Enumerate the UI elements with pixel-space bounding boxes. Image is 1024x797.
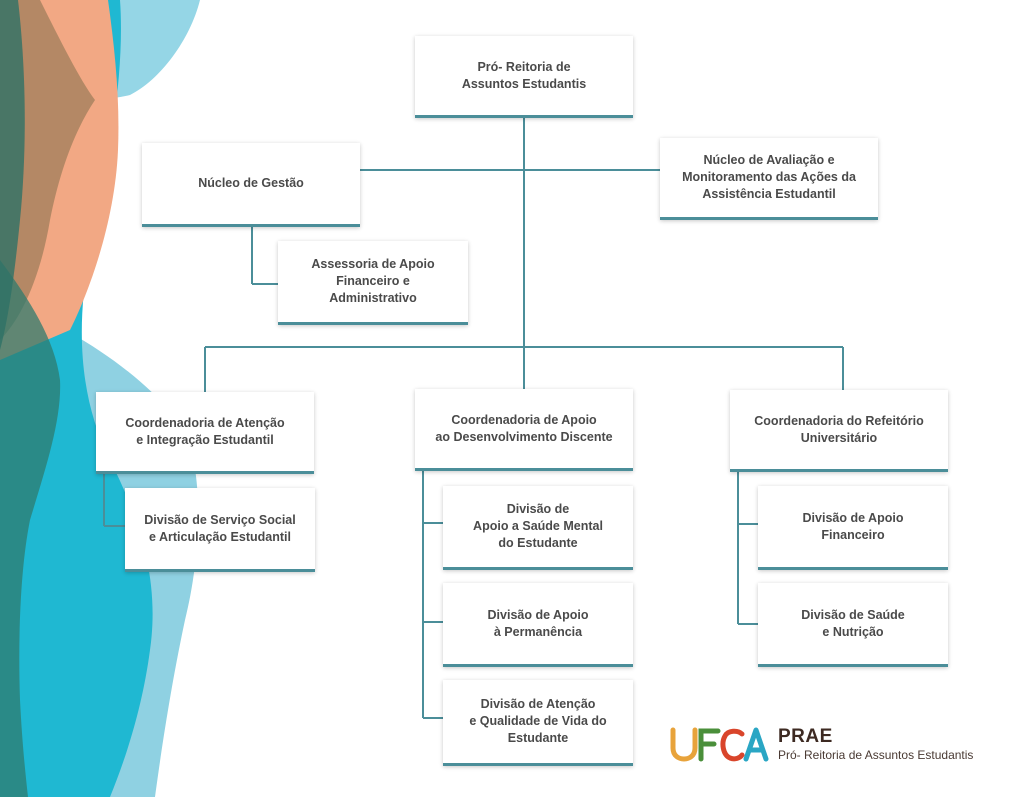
- box-div-saude-nutricao-label: Divisão de Saúde e Nutrição: [801, 607, 905, 639]
- box-div-servico-social: Divisão de Serviço Social e Articulação …: [125, 488, 315, 572]
- box-coord-refeitorio: Coordenadoria do Refeitório Universitári…: [730, 390, 948, 472]
- box-div-saude-mental-label: Divisão de Apoio a Saúde Mental do Estud…: [473, 502, 603, 550]
- box-div-apoio-financeiro-label: Divisão de Apoio Financeiro: [802, 510, 904, 542]
- prae-acronym: PRAE: [778, 726, 833, 747]
- box-coord-atencao-label: Coordenadoria de Atenção e Integração Es…: [125, 415, 285, 447]
- box-pro-reitoria: Pró- Reitoria de Assuntos Estudantis: [415, 36, 633, 118]
- box-div-saude-mental: Divisão de Apoio a Saúde Mental do Estud…: [443, 486, 633, 570]
- prae-logo: PRAE Pró- Reitoria de Assuntos Estudanti…: [670, 726, 974, 766]
- box-div-apoio-financeiro: Divisão de Apoio Financeiro: [758, 486, 948, 570]
- box-div-qualidade-vida-label: Divisão de Atenção e Qualidade de Vida d…: [469, 697, 607, 745]
- box-nucleo-gestao-label: Núcleo de Gestão: [198, 176, 304, 190]
- box-div-permanencia: Divisão de Apoio à Permanência: [443, 583, 633, 667]
- box-div-saude-nutricao: Divisão de Saúde e Nutrição: [758, 583, 948, 667]
- box-coord-desenvolvimento-label: Coordenadoria de Apoio ao Desenvolviment…: [435, 412, 613, 444]
- box-assessoria: Assessoria de Apoio Financeiro e Adminis…: [278, 241, 468, 325]
- box-div-permanencia-label: Divisão de Apoio à Permanência: [487, 607, 589, 639]
- box-div-servico-social-label: Divisão de Serviço Social e Articulação …: [144, 512, 296, 544]
- prae-full-name: Pró- Reitoria de Assuntos Estudantis: [778, 748, 974, 762]
- box-coord-refeitorio-label: Coordenadoria do Refeitório Universitári…: [754, 413, 924, 445]
- box-coord-atencao: Coordenadoria de Atenção e Integração Es…: [96, 392, 314, 474]
- box-nucleo-gestao: Núcleo de Gestão: [142, 143, 360, 227]
- ufca-logo-mark: [670, 727, 769, 762]
- box-pro-reitoria-label: Pró- Reitoria de Assuntos Estudantis: [461, 59, 587, 91]
- box-nucleo-avaliacao-label: Núcleo de Avaliação e Monitoramento das …: [682, 153, 856, 201]
- box-div-qualidade-vida: Divisão de Atenção e Qualidade de Vida d…: [443, 680, 633, 766]
- box-nucleo-avaliacao: Núcleo de Avaliação e Monitoramento das …: [660, 138, 878, 220]
- box-coord-desenvolvimento: Coordenadoria de Apoio ao Desenvolviment…: [415, 389, 633, 471]
- box-assessoria-label: Assessoria de Apoio Financeiro e Adminis…: [311, 257, 435, 305]
